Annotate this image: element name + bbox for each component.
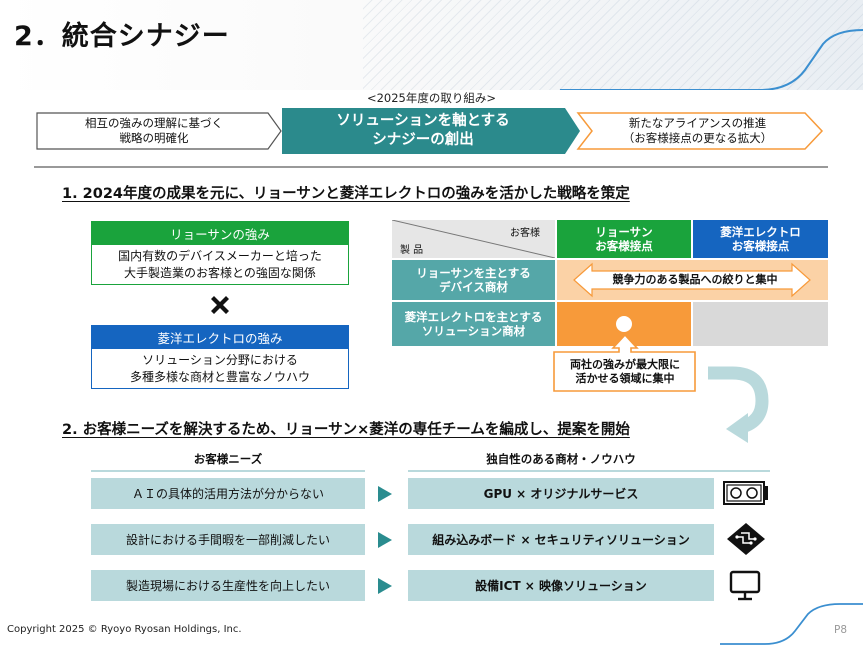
ryoyo-strength-body: ソリューション分野における 多種多様な商材と豊富なノウハウ bbox=[91, 349, 349, 389]
matrix-empty-cell bbox=[693, 302, 828, 346]
matrix-corner-customer: お客様 bbox=[510, 228, 540, 239]
need-productivity: 製造現場における生産性を向上したい bbox=[91, 570, 365, 601]
solution-ict-video: 設備ICT × 映像ソリューション bbox=[408, 570, 714, 601]
matrix-callout-shape bbox=[553, 333, 696, 392]
copyright: Copyright 2025 © Ryoyo Ryosan Holdings, … bbox=[7, 624, 242, 635]
gpu-card-icon bbox=[723, 481, 768, 505]
solution-embedded-board: 組み込みボード × セキュリティソリューション bbox=[408, 524, 714, 555]
matrix-callout: 両社の強みが最大限に 活かせる領域に集中 bbox=[570, 358, 680, 385]
section1-heading: 1. 2024年度の成果を元に、リョーサンと菱洋エレクトロの強みを活かした戦略を… bbox=[62, 186, 630, 202]
matrix-corner-product: 製 品 bbox=[400, 245, 424, 256]
embedded-board-icon bbox=[727, 523, 765, 555]
header-pattern bbox=[363, 0, 863, 90]
matrix-row-solution: 菱洋エレクトロを主とする ソリューション商材 bbox=[392, 302, 555, 346]
timeline-step-3: 新たなアライアンスの推進 （お客様接点の更なる拡大） bbox=[622, 116, 773, 145]
needs-header: お客様ニーズ bbox=[193, 452, 263, 466]
solution-gpu: GPU × オリジナルサービス bbox=[408, 478, 714, 509]
matrix-focus-arrow bbox=[573, 262, 811, 298]
need-ai-usage: ＡＩの具体的活用方法が分からない bbox=[91, 478, 365, 509]
section2-heading: 2. お客様ニーズを解決するため、リョーサン×菱洋の専任チームを編成し、提案を開… bbox=[62, 422, 630, 438]
matrix-col-ryosan: リョーサン お客様接点 bbox=[557, 220, 691, 258]
section-divider bbox=[34, 166, 828, 168]
monitor-icon bbox=[729, 570, 761, 601]
ryoyo-strength-title: 菱洋エレクトロの強み bbox=[91, 325, 349, 349]
matrix-row-device: リョーサンを主とする デバイス商材 bbox=[392, 260, 555, 300]
solutions-header-underline bbox=[408, 470, 770, 472]
timeline-caption: <2025年度の取り組み> bbox=[366, 91, 497, 105]
need-design-effort: 設計における手間暇を一部削減したい bbox=[91, 524, 365, 555]
ryosan-strength-title: リョーサンの強み bbox=[91, 221, 349, 245]
matrix-focus-label: 競争力のある製品への絞りと集中 bbox=[612, 273, 778, 287]
timeline-step-1: 相互の強みの理解に基づく 戦略の明確化 bbox=[85, 116, 223, 145]
timeline-step-2: ソリューションを軸とする シナジーの創出 bbox=[336, 113, 510, 148]
timeline-arrows bbox=[36, 108, 824, 154]
arrow-right-icon bbox=[378, 532, 392, 548]
page-title: 2．統合シナジー bbox=[14, 21, 230, 52]
arrow-right-icon bbox=[378, 486, 392, 502]
multiply-icon bbox=[211, 296, 229, 314]
page-number: P8 bbox=[834, 624, 848, 636]
needs-header-underline bbox=[91, 470, 365, 472]
solutions-header: 独自性のある商材・ノウハウ bbox=[486, 452, 636, 466]
arrow-right-icon bbox=[378, 578, 392, 594]
focus-dot-icon bbox=[616, 316, 632, 332]
flow-curve-arrow bbox=[708, 366, 769, 443]
footer-accent-line bbox=[720, 603, 863, 645]
matrix-corner-diagonal bbox=[392, 220, 555, 258]
ryosan-strength-body: 国内有数のデバイスメーカーと培った 大手製造業のお客様との強固な関係 bbox=[91, 245, 349, 285]
header-accent-line bbox=[560, 29, 863, 90]
header-band bbox=[0, 0, 863, 90]
matrix-col-ryoyo: 菱洋エレクトロ お客様接点 bbox=[693, 220, 828, 258]
